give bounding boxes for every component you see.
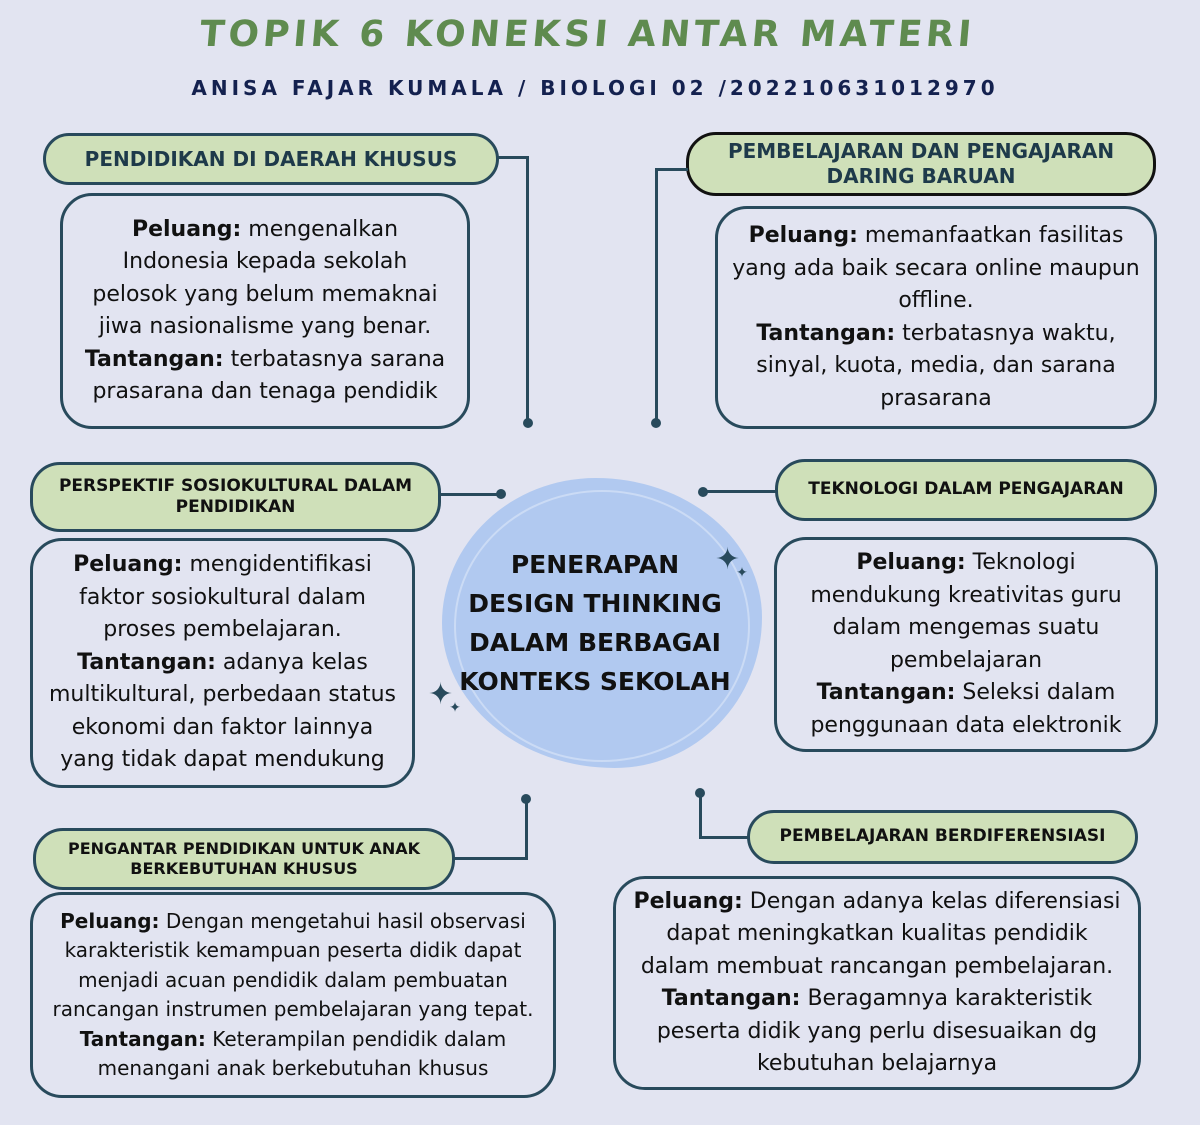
connector-line [699, 792, 702, 838]
tantangan-label: Tantangan: [79, 1026, 206, 1051]
sparkle-icon: ✦✦ [428, 677, 461, 716]
connector-line [655, 168, 658, 424]
peluang-label: Peluang: [73, 552, 183, 578]
connector-line [656, 168, 688, 171]
connector-dot [496, 489, 506, 499]
sparkle-icon: ✦✦ [715, 542, 748, 581]
tantangan-text: terbatasnya sarana prasarana dan tenaga … [92, 346, 446, 405]
peluang-text: mengidentifikasi faktor sosiokultural da… [79, 552, 372, 643]
connector-line [526, 156, 529, 424]
topic-pill-daring: PEMBELAJARAN DAN PENGAJARAN DARING BARUA… [686, 132, 1156, 196]
connector-dot [651, 418, 661, 428]
peluang-text: memanfaatkan fasilitas yang ada baik sec… [732, 223, 1140, 313]
tantangan-text: Beragamnya karakteristik peserta didik y… [656, 986, 1098, 1076]
peluang-text: Dengan adanya kelas diferensiasi dapat m… [640, 888, 1121, 979]
topic-box-sosiokultural: Peluang: mengidentifikasi faktor sosioku… [30, 538, 415, 788]
center-line: KONTEKS SEKOLAH [459, 667, 731, 696]
peluang-text: Teknologi mendukung kreativitas guru dal… [810, 550, 1122, 673]
tantangan-text: Seleksi dalam penggunaan data elektronik [810, 680, 1122, 738]
peluang-text: Dengan mengetahui hasil observasi karakt… [52, 908, 534, 1022]
topic-pill-daerah-khusus: PENDIDIKAN DI DAERAH KHUSUS [43, 133, 499, 185]
topic-box-diferensiasi: Peluang: Dengan adanya kelas diferensias… [613, 876, 1141, 1090]
tantangan-label: Tantangan: [816, 680, 956, 705]
topic-box-abk: Peluang: Dengan mengetahui hasil observa… [30, 892, 556, 1098]
center-line: DALAM BERBAGAI [469, 628, 721, 657]
connector-dot [523, 418, 533, 428]
center-ring [454, 490, 750, 762]
tantangan-label: Tantangan: [756, 320, 896, 346]
topic-pill-teknologi: TEKNOLOGI DALAM PENGAJARAN [775, 459, 1157, 521]
author-subtitle: ANISA FAJAR KUMALA / BIOLOGI 02 /2022106… [191, 76, 999, 100]
peluang-label: Peluang: [748, 223, 858, 248]
connector-line [699, 836, 749, 839]
tantangan-text: adanya kelas multikultural, perbedaan st… [48, 649, 397, 773]
tantangan-text: terbatasnya waktu, sinyal, kuota, media,… [756, 320, 1116, 411]
center-topic: PENERAPAN DESIGN THINKING DALAM BERBAGAI… [450, 545, 740, 701]
connector-line [525, 798, 528, 859]
tantangan-label: Tantangan: [84, 346, 224, 372]
peluang-label: Peluang: [131, 216, 242, 242]
topic-box-daring: Peluang: memanfaatkan fasilitas yang ada… [715, 206, 1157, 429]
topic-pill-abk: PENGANTAR PENDIDIKAN UNTUK ANAK BERKEBUT… [33, 828, 455, 890]
peluang-label: Peluang: [633, 888, 743, 914]
topic-box-teknologi: Peluang: Teknologi mendukung kreativitas… [774, 537, 1158, 752]
page-title: TOPIK 6 KONEKSI ANTAR MATERI [198, 14, 977, 55]
connector-line [498, 156, 528, 159]
connector-line [452, 857, 528, 860]
center-line: PENERAPAN [510, 550, 680, 579]
peluang-label: Peluang: [60, 908, 160, 933]
tantangan-label: Tantangan: [661, 986, 801, 1011]
peluang-label: Peluang: [856, 550, 966, 575]
center-line: DESIGN THINKING [468, 589, 722, 618]
topic-box-daerah-khusus: Peluang: mengenalkan Indonesia kepada se… [60, 193, 470, 429]
connector-line [440, 493, 500, 496]
tantangan-label: Tantangan: [77, 649, 216, 675]
topic-pill-sosiokultural: PERSPEKTIF SOSIOKULTURAL DALAM PENDIDIKA… [30, 462, 441, 532]
tantangan-text: Keterampilan pendidik dalam menangani an… [97, 1026, 507, 1081]
topic-pill-diferensiasi: PEMBELAJARAN BERDIFERENSIASI [747, 810, 1138, 864]
connector-line [703, 490, 777, 493]
peluang-text: mengenalkan Indonesia kepada sekolah pel… [92, 216, 438, 340]
